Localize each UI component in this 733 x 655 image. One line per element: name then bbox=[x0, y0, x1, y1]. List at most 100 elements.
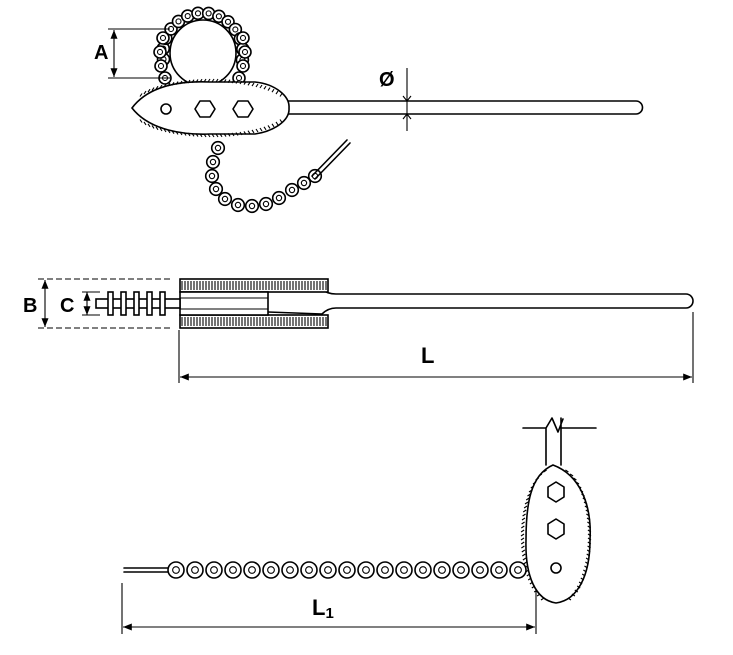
chain-stub bbox=[95, 291, 181, 316]
upper-chain bbox=[153, 6, 252, 85]
chain-pin bbox=[210, 566, 218, 574]
handle-top bbox=[267, 288, 694, 315]
chain-pin bbox=[438, 566, 446, 574]
chain-pin bbox=[305, 566, 313, 574]
chain-pin bbox=[300, 179, 308, 187]
chain-link bbox=[471, 561, 489, 579]
pipe-circle bbox=[169, 19, 237, 87]
straight-chain bbox=[167, 561, 527, 579]
pivot-hole-icon-2 bbox=[550, 562, 562, 574]
chain-pin-side bbox=[146, 291, 153, 316]
chain-link bbox=[395, 561, 413, 579]
top-view: B C L bbox=[23, 278, 694, 383]
chain-pin bbox=[239, 34, 247, 42]
chain-link bbox=[271, 190, 287, 206]
label-a: A bbox=[94, 42, 108, 64]
chain-pin bbox=[381, 566, 389, 574]
label-l: L bbox=[421, 343, 434, 368]
chain-pin bbox=[362, 566, 370, 574]
chain-pin bbox=[191, 566, 199, 574]
chain-pin bbox=[221, 195, 229, 203]
chain-pin bbox=[288, 186, 296, 194]
chain-pin bbox=[324, 566, 332, 574]
hex-nut-icon-3 bbox=[547, 481, 565, 503]
chain-pin bbox=[419, 566, 427, 574]
chain-link bbox=[338, 561, 356, 579]
chain-pin-side bbox=[133, 291, 140, 316]
chain-pin bbox=[239, 62, 247, 70]
chain-link bbox=[376, 561, 394, 579]
chain-pin bbox=[208, 172, 216, 180]
chain-link bbox=[509, 561, 527, 579]
chain-link bbox=[224, 561, 242, 579]
chain-pin-side bbox=[159, 291, 166, 316]
chain-pin bbox=[156, 48, 164, 56]
handle-front bbox=[269, 100, 644, 115]
chain-link bbox=[167, 561, 185, 579]
chain-pin bbox=[184, 12, 191, 20]
chain-link bbox=[154, 59, 168, 73]
chain-link bbox=[217, 191, 233, 207]
chain-link bbox=[156, 31, 170, 45]
chain-link bbox=[319, 561, 337, 579]
jaw-plate-front bbox=[130, 81, 290, 135]
chain-pin bbox=[400, 566, 408, 574]
chain-pin bbox=[157, 62, 165, 70]
chain-link bbox=[281, 561, 299, 579]
chain-link bbox=[243, 561, 261, 579]
front-view: A Ø bbox=[94, 6, 644, 214]
chain-pin bbox=[343, 566, 351, 574]
chain-pin bbox=[457, 566, 465, 574]
chain-pin bbox=[275, 194, 283, 202]
jaw-plate-vertical bbox=[525, 464, 591, 604]
chain-link bbox=[284, 182, 300, 198]
chain-pin-side bbox=[120, 291, 127, 316]
label-c: C bbox=[60, 295, 74, 317]
chain-pin bbox=[514, 566, 522, 574]
chain-pin bbox=[214, 144, 222, 152]
chain-pin bbox=[235, 74, 243, 82]
chain-pin bbox=[234, 201, 242, 209]
label-diameter: Ø bbox=[379, 69, 395, 91]
hex-nut-icon-4 bbox=[547, 518, 565, 540]
chain-link bbox=[205, 154, 221, 170]
chain-link bbox=[204, 168, 220, 184]
chain-pin bbox=[262, 200, 270, 208]
chain-pin bbox=[215, 13, 222, 20]
chain-link bbox=[238, 45, 252, 59]
jaw-teeth-top bbox=[139, 78, 283, 97]
chain-pin bbox=[212, 185, 220, 193]
pivot-hole-icon bbox=[160, 103, 172, 115]
chain-pin-side bbox=[107, 291, 114, 316]
chain-pin bbox=[476, 566, 484, 574]
chain-link bbox=[205, 561, 223, 579]
chain-pin bbox=[267, 566, 275, 574]
chain-pin bbox=[241, 48, 249, 56]
chain-pin bbox=[209, 158, 217, 166]
chain-link bbox=[414, 561, 432, 579]
chain-pin bbox=[232, 26, 239, 33]
chain-pin bbox=[175, 18, 182, 25]
chain-link bbox=[307, 168, 323, 184]
chain-link bbox=[433, 561, 451, 579]
chain-link bbox=[300, 561, 318, 579]
chain-link bbox=[244, 198, 260, 214]
jaw-teeth-vertical bbox=[520, 469, 592, 601]
center-block bbox=[179, 291, 269, 316]
chain-pin bbox=[159, 34, 167, 42]
hex-nut-icon-2 bbox=[232, 100, 254, 118]
extended-view: L1 bbox=[121, 417, 597, 634]
chain-link bbox=[208, 181, 224, 197]
chain-link bbox=[452, 561, 470, 579]
chain-link bbox=[296, 175, 312, 191]
chain-pin bbox=[248, 566, 256, 574]
hex-nut-icon bbox=[194, 100, 216, 118]
chain-pin bbox=[229, 566, 237, 574]
chain-link bbox=[262, 561, 280, 579]
chain-hook bbox=[311, 139, 351, 180]
chain-pin bbox=[194, 10, 202, 17]
chain-link bbox=[490, 561, 508, 579]
chain-pin bbox=[172, 566, 180, 574]
chain-pin bbox=[286, 566, 294, 574]
